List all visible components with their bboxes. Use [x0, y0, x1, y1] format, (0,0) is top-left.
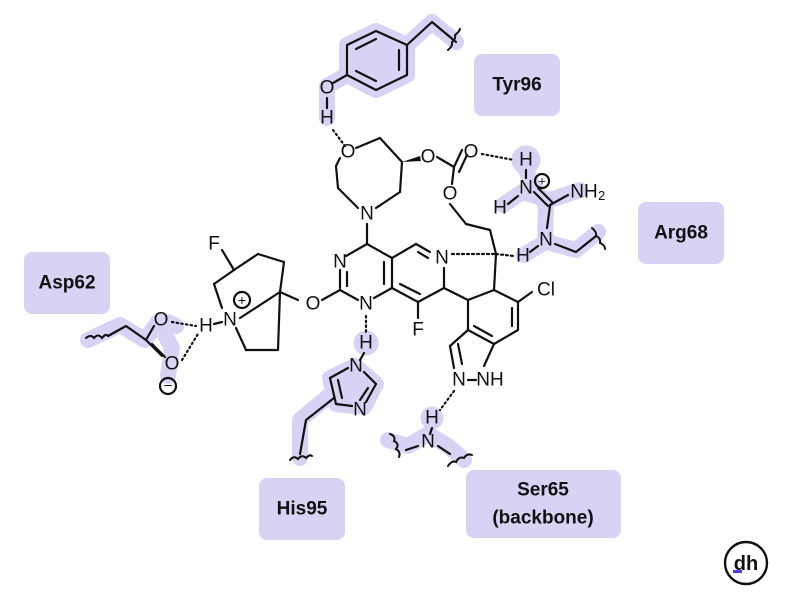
ser65-highlight	[380, 406, 472, 468]
pyridine-ring	[390, 242, 470, 320]
pyrimidine-n3: N	[333, 252, 347, 273]
core-fluorine: F	[412, 320, 424, 341]
asp-oxygen-top: O	[154, 310, 169, 331]
arg-nh2: NH	[570, 182, 597, 203]
arg-n-plus: N	[519, 178, 533, 199]
carbonate-o2: O	[443, 184, 458, 205]
pyrrolizidine-ring	[212, 248, 300, 352]
label-box-his95	[259, 478, 345, 540]
arg-nh2-subscript: 2	[598, 188, 605, 203]
hbond-arg-ch	[494, 252, 516, 258]
label-box-asp62	[24, 252, 110, 314]
carbonate-o1: O	[421, 147, 436, 168]
pyrrolizidine-fluorine: F	[208, 234, 220, 255]
tyr96-side-chain	[331, 20, 461, 92]
label-tyr96: Tyr96	[492, 75, 541, 96]
arg-charge-plus: +	[538, 174, 546, 189]
asp-charge-minus: −	[164, 378, 173, 395]
oxazepane-oxygen: O	[341, 142, 356, 163]
tyr-hydrogen: H	[320, 108, 334, 129]
hbond-carbonyl-arg	[480, 152, 516, 162]
carbonate-o-carbonyl: O	[464, 142, 479, 163]
label-asp62: Asp62	[38, 273, 95, 294]
hbond-asp-bottom	[180, 332, 200, 362]
linker-oxygen: O	[306, 294, 321, 315]
pyrrolizidine-charge-plus: +	[238, 292, 246, 308]
his95-side-chain	[289, 366, 378, 461]
label-arg68: Arg68	[654, 223, 708, 244]
his-n-bottom: N	[353, 400, 367, 421]
his-n-top: N	[349, 356, 363, 377]
oxazepane-ring	[334, 136, 421, 210]
asp-oxygen-bottom: O	[165, 354, 180, 375]
dh-logo-text: dh	[734, 553, 758, 575]
asp62-side-chain	[85, 324, 167, 359]
ser-hydrogen: H	[425, 408, 439, 429]
label-box-ser65	[466, 470, 621, 538]
indazole-nh: NH	[476, 370, 503, 391]
pyrrolizidine-nitrogen: N	[223, 310, 237, 331]
label-box-tyr96	[474, 54, 560, 116]
pyrrolizidine-hydrogen: H	[199, 316, 213, 337]
indazole-ring	[448, 288, 534, 370]
pyrimidine-ring	[320, 222, 394, 302]
arg-h-left: H	[493, 198, 507, 219]
oxazepane-nitrogen: N	[360, 204, 374, 225]
hbond-tyr-oxazepane	[331, 128, 347, 148]
label-his95: His95	[277, 499, 328, 520]
hbond-asp-top	[170, 320, 198, 328]
tyr-oxygen: O	[320, 78, 335, 99]
his-hydrogen: H	[359, 333, 373, 354]
arg-h-lower: H	[516, 246, 530, 267]
ser-nitrogen: N	[421, 432, 435, 453]
arg-n-lower: N	[539, 230, 553, 251]
label-box-arg68	[638, 202, 724, 264]
arg-h-top: H	[519, 150, 533, 171]
hbond-indazole-ser	[438, 389, 456, 412]
label-ser65: Ser65	[517, 480, 569, 501]
label-ser65-note: (backbone)	[492, 508, 593, 529]
pyrimidine-n1: N	[359, 294, 373, 315]
pyridine-nitrogen: N	[435, 248, 449, 269]
indazole-chlorine: Cl	[537, 280, 555, 301]
dh-logo: dh	[723, 540, 769, 586]
indazole-n2: N	[452, 370, 466, 391]
